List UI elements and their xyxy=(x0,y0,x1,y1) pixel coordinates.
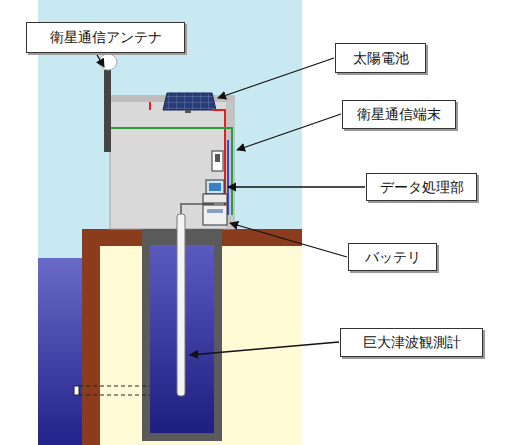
callout-label: バッテリ xyxy=(365,249,421,266)
callout-label: 衛星通信端末 xyxy=(357,106,441,123)
antenna-pole xyxy=(104,70,111,152)
soil xyxy=(82,245,302,445)
tsunami-gauge xyxy=(177,214,185,396)
callout-box: 衛星通信端末 xyxy=(342,100,456,129)
leader-lines xyxy=(96,53,365,355)
signal-wire xyxy=(111,128,232,215)
satellite-terminal xyxy=(212,151,223,171)
callout-box: データ処理部 xyxy=(366,173,477,201)
callout-box: 巨大津波観測計 xyxy=(340,328,483,357)
callout-label: 巨大津波観測計 xyxy=(363,334,461,351)
callout-box: バッテリ xyxy=(348,243,437,271)
callout-box: 衛星通信アンテナ xyxy=(26,22,185,53)
building xyxy=(110,96,234,229)
intake-pipe xyxy=(79,386,150,395)
solar-panel xyxy=(163,93,216,110)
battery xyxy=(203,205,227,225)
sea xyxy=(38,258,82,445)
data-processor xyxy=(206,180,224,194)
callout-label: データ処理部 xyxy=(380,179,464,196)
callout-label: 太陽電池 xyxy=(353,50,409,67)
quay-wall xyxy=(82,229,100,445)
callout-label: 衛星通信アンテナ xyxy=(50,29,162,46)
callout-box: 太陽電池 xyxy=(335,43,426,73)
